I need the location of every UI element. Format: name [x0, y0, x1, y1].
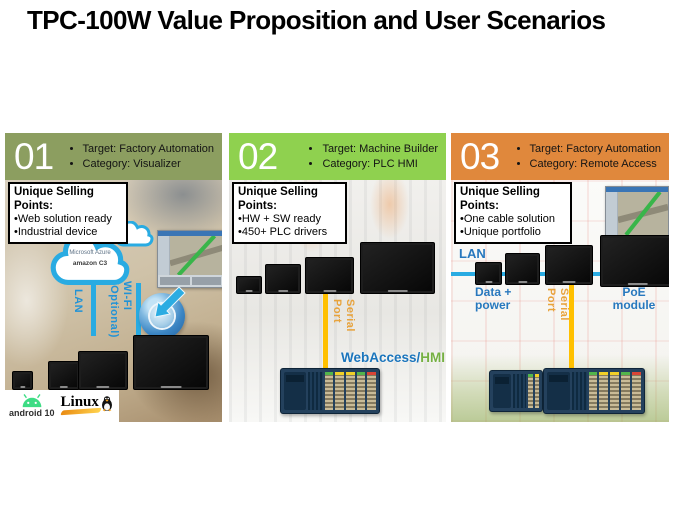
screenshot-titlebar [606, 187, 668, 192]
plc-cpu [284, 372, 307, 410]
usp-item: •Industrial device [14, 226, 98, 239]
panel-2-header-list: Target: Machine Builder Category: PLC HM… [310, 142, 438, 171]
tux-penguin-icon [101, 396, 112, 412]
panel-1-number: 01 [14, 135, 54, 177]
lan-line [91, 283, 96, 336]
panel-3-number: 03 [460, 135, 500, 177]
screenshot-sidebar [606, 192, 618, 235]
plc-cpu [493, 374, 512, 408]
panel-1-target: Target: Factory Automation [83, 142, 214, 156]
plc-heatsink [308, 372, 323, 410]
arrow-icon [151, 281, 191, 326]
usp-item: •Unique portfolio [460, 226, 541, 239]
screenshot-map [618, 192, 668, 235]
serial-line [569, 276, 574, 386]
hmi-label: HMI [420, 350, 446, 365]
usp-title: Unique Selling Points: [238, 186, 318, 212]
panel-3-usp-box: Unique Selling Points: •One cable soluti… [454, 182, 572, 245]
usp-item: •Web solution ready [14, 213, 112, 226]
os-logo-strip: android 10 Linux [5, 390, 119, 422]
plc-device [543, 368, 645, 414]
lan-label: LAN [72, 289, 85, 314]
panel-2-usp-box: Unique Selling Points: •HW + SW ready •4… [232, 182, 347, 245]
panel-3-target: Target: Factory Automation [530, 142, 661, 156]
usp-title: Unique Selling Points: [460, 186, 540, 212]
plc-device [489, 370, 543, 412]
panel-2-target: Target: Machine Builder [322, 142, 438, 156]
serial-port-label: Serial Port [330, 299, 356, 332]
wifi-line [136, 283, 141, 336]
panel-1-category: Category: Visualizer [83, 157, 214, 171]
screenshot-map [170, 236, 222, 275]
panel-pc-monitor [48, 361, 80, 390]
scenario-panel-visualizer: 01 Target: Factory Automation Category: … [5, 133, 222, 422]
panel-pc-monitor [305, 257, 354, 294]
panel-1-usp-box: Unique Selling Points: •Web solution rea… [8, 182, 128, 245]
plc-io-modules [324, 372, 376, 410]
scenario-panel-remote-access: 03 Target: Factory Automation Category: … [451, 133, 669, 422]
screenshot-titlebar [158, 231, 222, 236]
android-label: android 10 [9, 408, 55, 418]
linux-label: Linux [60, 394, 99, 410]
panel-3-header-list: Target: Factory Automation Category: Rem… [518, 142, 661, 171]
azure-logo: Microsoft Azure [69, 250, 111, 256]
panel-pc-monitor [505, 253, 540, 285]
data-power-label: Data + power [475, 285, 512, 313]
panel-pc-monitor [265, 264, 301, 294]
panel-pc-monitor [475, 262, 502, 285]
scenario-panel-plc-hmi: 02 Target: Machine Builder Category: PLC… [229, 133, 446, 422]
panel-1-header: 01 Target: Factory Automation Category: … [5, 133, 222, 180]
webaccess-label: WebAccess/ [341, 350, 421, 365]
cloud-services-icon: Microsoft Azure amazon C3 [43, 233, 137, 289]
panel-pc-monitor [133, 335, 209, 390]
usp-item: •HW + SW ready [238, 213, 322, 226]
android-robot-icon [22, 394, 42, 408]
panel-3-header: 03 Target: Factory Automation Category: … [451, 133, 669, 180]
screenshot-thumbnails [158, 275, 222, 287]
wifi-label: WI-FI (Optional) [107, 281, 133, 338]
panel-3-category: Category: Remote Access [530, 157, 661, 171]
amazon-logo: amazon C3 [72, 260, 108, 267]
plc-io-modules [588, 372, 642, 410]
panel-pc-monitor [545, 245, 593, 285]
plc-cpu [547, 372, 570, 410]
screenshot-sidebar [158, 236, 170, 275]
lan-label: LAN [459, 246, 486, 261]
panel-pc-monitor [236, 276, 262, 294]
linux-logo: Linux [59, 393, 113, 419]
slide-title: TPC-100W Value Proposition and User Scen… [27, 5, 606, 35]
usp-item: •One cable solution [460, 213, 555, 226]
webaccess-hmi-logo: WebAccess/HMI [341, 350, 445, 365]
plc-io-modules [528, 374, 540, 408]
panel-2-number: 02 [238, 135, 278, 177]
panel-pc-monitor [600, 235, 669, 287]
panel-1-header-list: Target: Factory Automation Category: Vis… [71, 142, 214, 171]
scada-screenshot [157, 230, 222, 288]
panel-2-category: Category: PLC HMI [322, 157, 438, 171]
panel-2-header: 02 Target: Machine Builder Category: PLC… [229, 133, 446, 180]
usp-title: Unique Selling Points: [14, 186, 94, 212]
plc-heatsink [513, 374, 527, 408]
serial-line [323, 292, 328, 368]
poe-module-label: PoE module [612, 285, 656, 313]
usp-item: •450+ PLC drivers [238, 226, 328, 239]
panel-pc-monitor [78, 351, 128, 390]
plc-device [280, 368, 380, 414]
panel-pc-monitor [360, 242, 435, 294]
plc-heatsink [571, 372, 587, 410]
android-logo: android 10 [9, 394, 55, 418]
serial-port-label: Serial Port [544, 288, 570, 321]
panel-pc-monitor [12, 371, 33, 390]
